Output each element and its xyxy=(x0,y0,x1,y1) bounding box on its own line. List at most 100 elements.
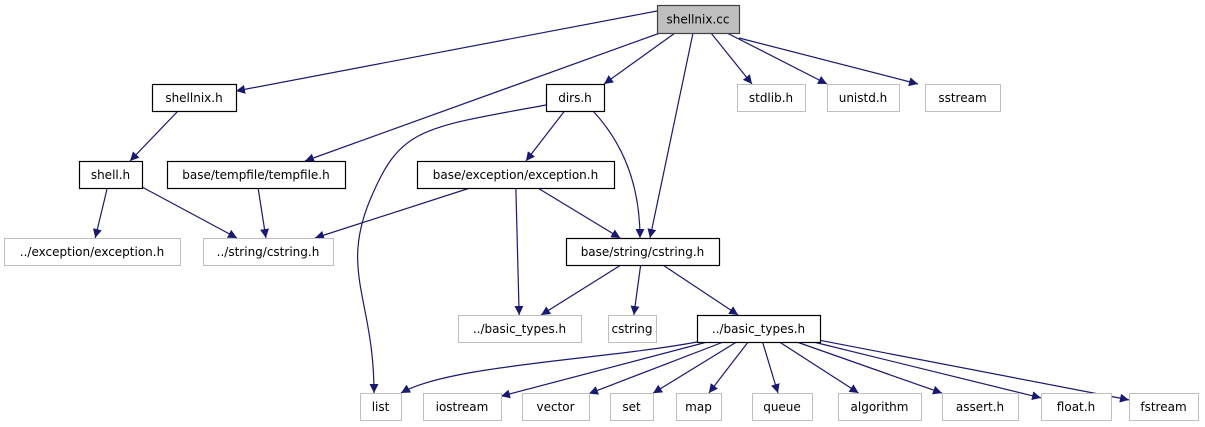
node-iostream: iostream xyxy=(423,393,502,421)
edge-bt2-to-set xyxy=(652,341,737,394)
node-label: shellnix.h xyxy=(165,91,222,105)
node-basecstr[interactable]: base/string/cstring.h xyxy=(565,237,721,267)
node-relcstr: ../string/cstring.h xyxy=(203,238,334,266)
edge-basecstr-to-bt1 xyxy=(540,264,622,316)
node-label: base/exception/exception.h xyxy=(433,168,598,182)
node-tempfile[interactable]: base/tempfile/tempfile.h xyxy=(166,160,347,190)
node-stdlib: stdlib.h xyxy=(737,84,806,112)
edge-bt2-to-queue xyxy=(761,341,780,394)
node-label: unistd.h xyxy=(839,91,888,105)
node-box xyxy=(610,393,654,421)
node-label: ../basic_types.h xyxy=(473,322,566,336)
node-list: list xyxy=(360,393,402,421)
node-relexc: ../exception/exception.h xyxy=(4,238,181,266)
node-sstream: sstream xyxy=(925,84,1001,112)
edge-cc-to-stdlib xyxy=(710,32,753,85)
edge-bt2-to-list xyxy=(400,341,698,394)
node-box xyxy=(166,160,347,190)
node-label: algorithm xyxy=(851,400,909,414)
node-box xyxy=(1041,393,1112,421)
edge-dirs-to-exception xyxy=(525,110,566,162)
node-box xyxy=(942,393,1019,421)
node-float: float.h xyxy=(1041,393,1112,421)
edge-shell-to-relexc xyxy=(92,187,108,239)
edge-cc-to-basecstr xyxy=(647,32,694,239)
edge-shellnixh-to-shell xyxy=(129,110,179,162)
node-map: map xyxy=(676,393,722,421)
node-assert: assert.h xyxy=(942,393,1019,421)
node-label: assert.h xyxy=(956,400,1004,414)
node-label: float.h xyxy=(1057,400,1095,414)
node-box xyxy=(752,393,813,421)
edge-bt2-to-map xyxy=(708,341,749,394)
node-box xyxy=(737,84,806,112)
node-bt2[interactable]: ../basic_types.h xyxy=(696,314,822,344)
edges xyxy=(92,10,1130,403)
node-box xyxy=(608,315,657,343)
node-box xyxy=(458,315,582,343)
node-box xyxy=(4,238,181,266)
node-queue: queue xyxy=(752,393,813,421)
edge-exception-to-relcstr xyxy=(314,187,471,240)
edge-exception-to-bt1 xyxy=(514,187,524,316)
node-shell[interactable]: shell.h xyxy=(78,160,144,190)
node-unistd: unistd.h xyxy=(827,84,900,112)
edge-bt2-to-iostream xyxy=(500,341,708,399)
node-box xyxy=(360,393,402,421)
edge-bt2-to-vector xyxy=(588,341,724,395)
nodes: shellnix.cc shellnix.h dirs.h stdlib.h unist… xyxy=(4,4,1199,421)
edge-basecstr-to-cstring xyxy=(630,264,642,316)
node-box xyxy=(203,238,334,266)
edge-cc-to-dirs xyxy=(603,32,676,85)
edge-bt2-to-float xyxy=(813,341,1042,401)
edge-tempfile-to-relcstr xyxy=(257,187,269,239)
node-label: iostream xyxy=(436,400,489,414)
node-label: sstream xyxy=(938,91,986,105)
node-label: cstring xyxy=(611,322,652,336)
node-bt1: ../basic_types.h xyxy=(458,315,582,343)
node-algorithm: algorithm xyxy=(838,393,922,421)
node-vector: vector xyxy=(522,393,590,421)
node-fstream: fstream xyxy=(1129,393,1199,421)
edge-dirs-to-list xyxy=(357,104,547,394)
node-box xyxy=(151,83,238,113)
node-box xyxy=(522,393,590,421)
edge-cc-to-shellnixh xyxy=(235,10,658,94)
edge-shell-to-relcstr xyxy=(141,186,238,239)
node-label: vector xyxy=(536,400,574,414)
node-label: map xyxy=(685,400,712,414)
node-label: shell.h xyxy=(91,168,130,182)
edge-bt2-to-fstream xyxy=(819,339,1130,403)
edge-exception-to-basecstr xyxy=(537,187,621,239)
node-dirs[interactable]: dirs.h xyxy=(545,83,606,113)
node-label: base/tempfile/tempfile.h xyxy=(182,168,329,182)
edge-cc-to-unistd xyxy=(726,32,828,85)
node-box xyxy=(925,84,1001,112)
node-box xyxy=(696,314,822,344)
node-box xyxy=(827,84,900,112)
edge-basecstr-to-bt2 xyxy=(662,264,739,316)
edge-bt2-to-algorithm xyxy=(779,341,859,394)
node-exception[interactable]: base/exception/exception.h xyxy=(416,160,616,190)
node-cc[interactable]: shellnix.cc xyxy=(656,4,741,35)
node-label: queue xyxy=(763,400,801,414)
node-box xyxy=(676,393,722,421)
edge-bt2-to-assert xyxy=(796,341,943,395)
node-label: fstream xyxy=(1140,400,1186,414)
node-label: list xyxy=(372,400,390,414)
node-box xyxy=(423,393,502,421)
edge-cc-to-tempfile xyxy=(304,32,661,163)
edge-dirs-to-basecstr xyxy=(592,110,645,239)
node-set: set xyxy=(610,393,654,421)
node-label: stdlib.h xyxy=(749,91,793,105)
node-label: set xyxy=(622,400,641,414)
node-label: ../basic_types.h xyxy=(712,322,805,336)
node-box xyxy=(1129,393,1199,421)
node-box xyxy=(656,4,741,35)
node-label: ../string/cstring.h xyxy=(217,245,320,259)
node-shellnixh[interactable]: shellnix.h xyxy=(151,83,238,113)
node-box xyxy=(416,160,616,190)
node-box xyxy=(78,160,144,190)
